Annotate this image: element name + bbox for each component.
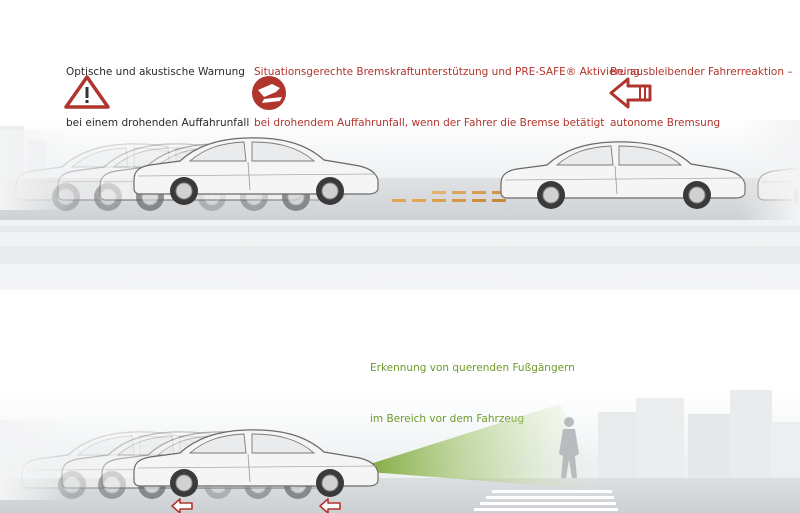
caption-brake-assist-line2: bei drohendem Auffahrunfall, wenn der Fa… bbox=[254, 117, 605, 129]
zebra-crossing bbox=[474, 490, 618, 511]
sidewalk bbox=[0, 246, 800, 264]
caption-autonomous-braking-line1: Bei ausbleibender Fahrerreaktion – bbox=[610, 66, 793, 78]
caption-autonomous-braking-line2: autonome Bremsung bbox=[610, 117, 721, 129]
bottom-panel: Erkennung von querenden Fußgängern im Be… bbox=[0, 294, 800, 513]
sensor-beam-icon bbox=[370, 404, 600, 490]
caption-warning: Optische und akustische Warnung bei eine… bbox=[66, 30, 249, 166]
arrow-left-icon bbox=[609, 77, 652, 109]
top-scene bbox=[0, 75, 800, 264]
caption-pedestrian-detection-line1: Erkennung von querenden Fußgängern bbox=[370, 362, 575, 374]
caption-pedestrian-detection-line2: im Bereich vor dem Fahrzeug bbox=[370, 413, 525, 425]
caption-autonomous-braking: Bei ausbleibender Fahrerreaktion – auton… bbox=[610, 30, 793, 166]
caption-warning-line2: bei einem drohenden Auffahrunfall bbox=[66, 117, 250, 129]
brake-pedal-icon bbox=[252, 76, 286, 110]
motion-fade-bottom bbox=[0, 420, 70, 500]
brake-arrow-icon bbox=[171, 498, 341, 513]
brake-marks bbox=[392, 191, 506, 202]
bottom-scene bbox=[0, 390, 800, 513]
caption-warning-line1: Optische und akustische Warnung bbox=[66, 66, 245, 78]
motion-fade bbox=[0, 130, 70, 210]
right-fade bbox=[740, 120, 800, 220]
road-edge-line bbox=[0, 226, 800, 232]
warning-triangle-icon bbox=[64, 75, 110, 109]
panel-divider bbox=[0, 290, 800, 294]
caption-pedestrian-detection: Erkennung von querenden Fußgängern im Be… bbox=[370, 326, 575, 462]
caption-brake-assist-line1: Situationsgerechte Bremskraftunterstützu… bbox=[254, 66, 640, 78]
top-panel: Optische und akustische Warnung bei eine… bbox=[0, 0, 800, 290]
caption-brake-assist: Situationsgerechte Bremskraftunterstützu… bbox=[254, 30, 640, 166]
pedestrian-icon bbox=[559, 417, 579, 478]
